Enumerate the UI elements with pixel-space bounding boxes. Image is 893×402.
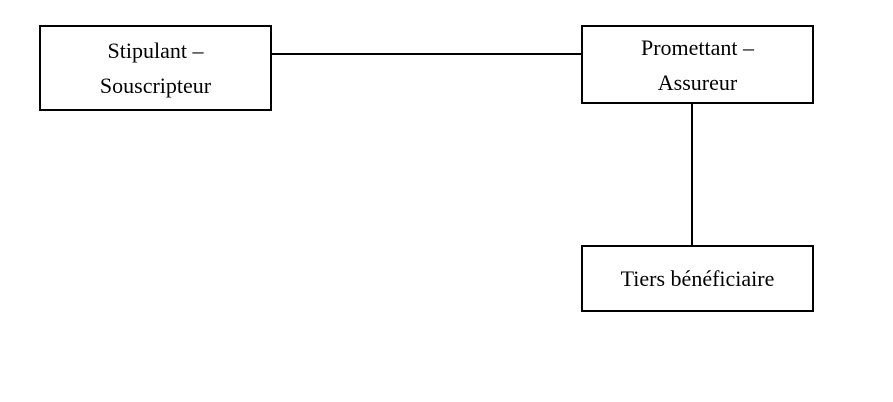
node-promettant-assureur: Promettant – Assureur	[581, 25, 814, 104]
node-stipulant-line2: Souscripteur	[99, 73, 212, 98]
node-tiers-label: Tiers bénéficiaire	[620, 266, 775, 291]
node-promettant-line2: Assureur	[657, 69, 738, 95]
connector-stipulant-promettant	[272, 53, 581, 55]
node-stipulant-line1: Stipulant –	[107, 38, 204, 63]
node-stipulant-souscripteur: Stipulant – Souscripteur	[39, 25, 272, 111]
node-tiers-beneficiaire: Tiers bénéficiaire	[581, 245, 814, 312]
node-promettant-line1: Promettant –	[640, 34, 755, 60]
connector-promettant-tiers	[691, 104, 693, 245]
